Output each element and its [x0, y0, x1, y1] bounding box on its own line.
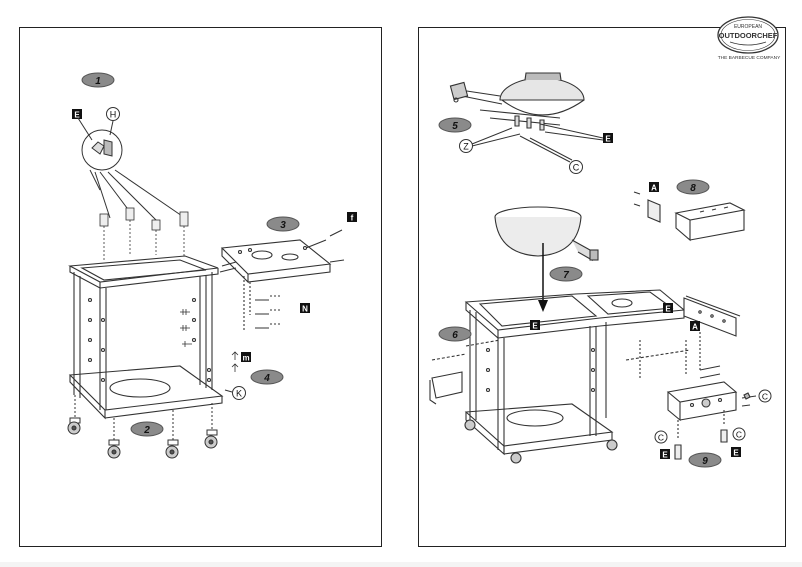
bracket-detail-callout — [77, 117, 186, 223]
label-e-square-lower-left: E — [660, 449, 670, 460]
control-panel-part — [666, 381, 757, 460]
side-shelf-left — [219, 229, 345, 330]
step-6-badge: 6 — [438, 326, 472, 342]
step-6-number: 6 — [452, 330, 458, 341]
right-instruction-panel — [418, 27, 786, 547]
step-1-badge: 1 — [81, 72, 115, 88]
label-c-circle-lower-left: C — [654, 430, 668, 444]
step-9-number: 9 — [702, 456, 708, 467]
svg-text:m: m — [242, 354, 249, 363]
svg-text:E: E — [74, 111, 80, 120]
svg-text:H: H — [110, 110, 117, 120]
svg-text:E: E — [733, 449, 739, 458]
side-shelf-panel — [633, 191, 746, 242]
cart-frame-left — [68, 255, 224, 420]
step-2-number: 2 — [143, 425, 150, 436]
step-2-badge: 2 — [130, 421, 164, 437]
step-5-badge: 5 — [438, 117, 472, 133]
svg-text:Z: Z — [463, 142, 469, 152]
cart-assembled-right — [429, 289, 686, 464]
label-n-square: N — [300, 303, 310, 314]
svg-text:K: K — [236, 389, 242, 399]
right-shelf-bracket — [625, 295, 741, 380]
label-e-square-lower-right: E — [731, 447, 741, 458]
label-m-square: m — [231, 351, 251, 372]
step-8-number: 8 — [690, 183, 696, 194]
caster-wheels — [67, 395, 218, 459]
svg-text:C: C — [736, 430, 742, 440]
svg-text:C: C — [658, 433, 664, 443]
brand-name: OUTDOORCHEF — [719, 31, 778, 40]
label-z-circle: Z — [459, 127, 521, 153]
svg-text:E: E — [532, 322, 538, 331]
step-3-badge: 3 — [266, 216, 300, 232]
svg-text:f: f — [351, 214, 354, 223]
label-e-square: E — [72, 109, 82, 120]
brand-top-text: EUROPEAN — [734, 24, 762, 30]
label-e-square-cart: E — [530, 320, 540, 331]
svg-text:C: C — [573, 163, 580, 173]
step-8-badge: 8 — [676, 179, 710, 195]
brand-tagline: THE BARBECUE COMPANY — [718, 55, 781, 61]
step-4-number: 4 — [263, 373, 270, 384]
down-arrow — [538, 243, 548, 312]
svg-text:E: E — [665, 305, 671, 314]
label-a-square-cart: A — [690, 321, 700, 332]
svg-text:A: A — [651, 184, 657, 193]
label-c-circle-right: C — [758, 389, 772, 403]
step-9-badge: 9 — [688, 452, 722, 468]
brand-logo: EUROPEAN OUTDOORCHEF — [717, 16, 779, 54]
label-e-square-top: E — [539, 123, 613, 144]
step-4-badge: 4 — [250, 369, 284, 385]
label-h-circle: H — [106, 107, 120, 121]
frame-screws — [180, 309, 192, 347]
svg-text:E: E — [662, 451, 668, 460]
label-e-square-cart-right: E — [663, 303, 673, 314]
lid-hinge-assembly — [449, 72, 585, 131]
label-k-circle: K — [224, 386, 246, 400]
kettle-bowl — [494, 206, 599, 262]
step-7-badge: 7 — [549, 266, 583, 282]
svg-text:A: A — [692, 323, 698, 332]
svg-text:E: E — [605, 135, 611, 144]
page-bottom-strip — [0, 562, 802, 567]
step-1-number: 1 — [95, 76, 101, 87]
label-f-square: f — [347, 212, 357, 223]
label-c-circle-lower-right: C — [732, 427, 746, 441]
label-a-square-top: A — [649, 182, 659, 193]
svg-text:N: N — [302, 305, 308, 314]
step-7-number: 7 — [563, 270, 569, 281]
small-brackets — [99, 207, 189, 260]
label-c-circle-top: C — [519, 135, 583, 174]
step-5-number: 5 — [452, 121, 458, 132]
svg-text:C: C — [762, 392, 768, 402]
step-3-number: 3 — [280, 220, 286, 231]
